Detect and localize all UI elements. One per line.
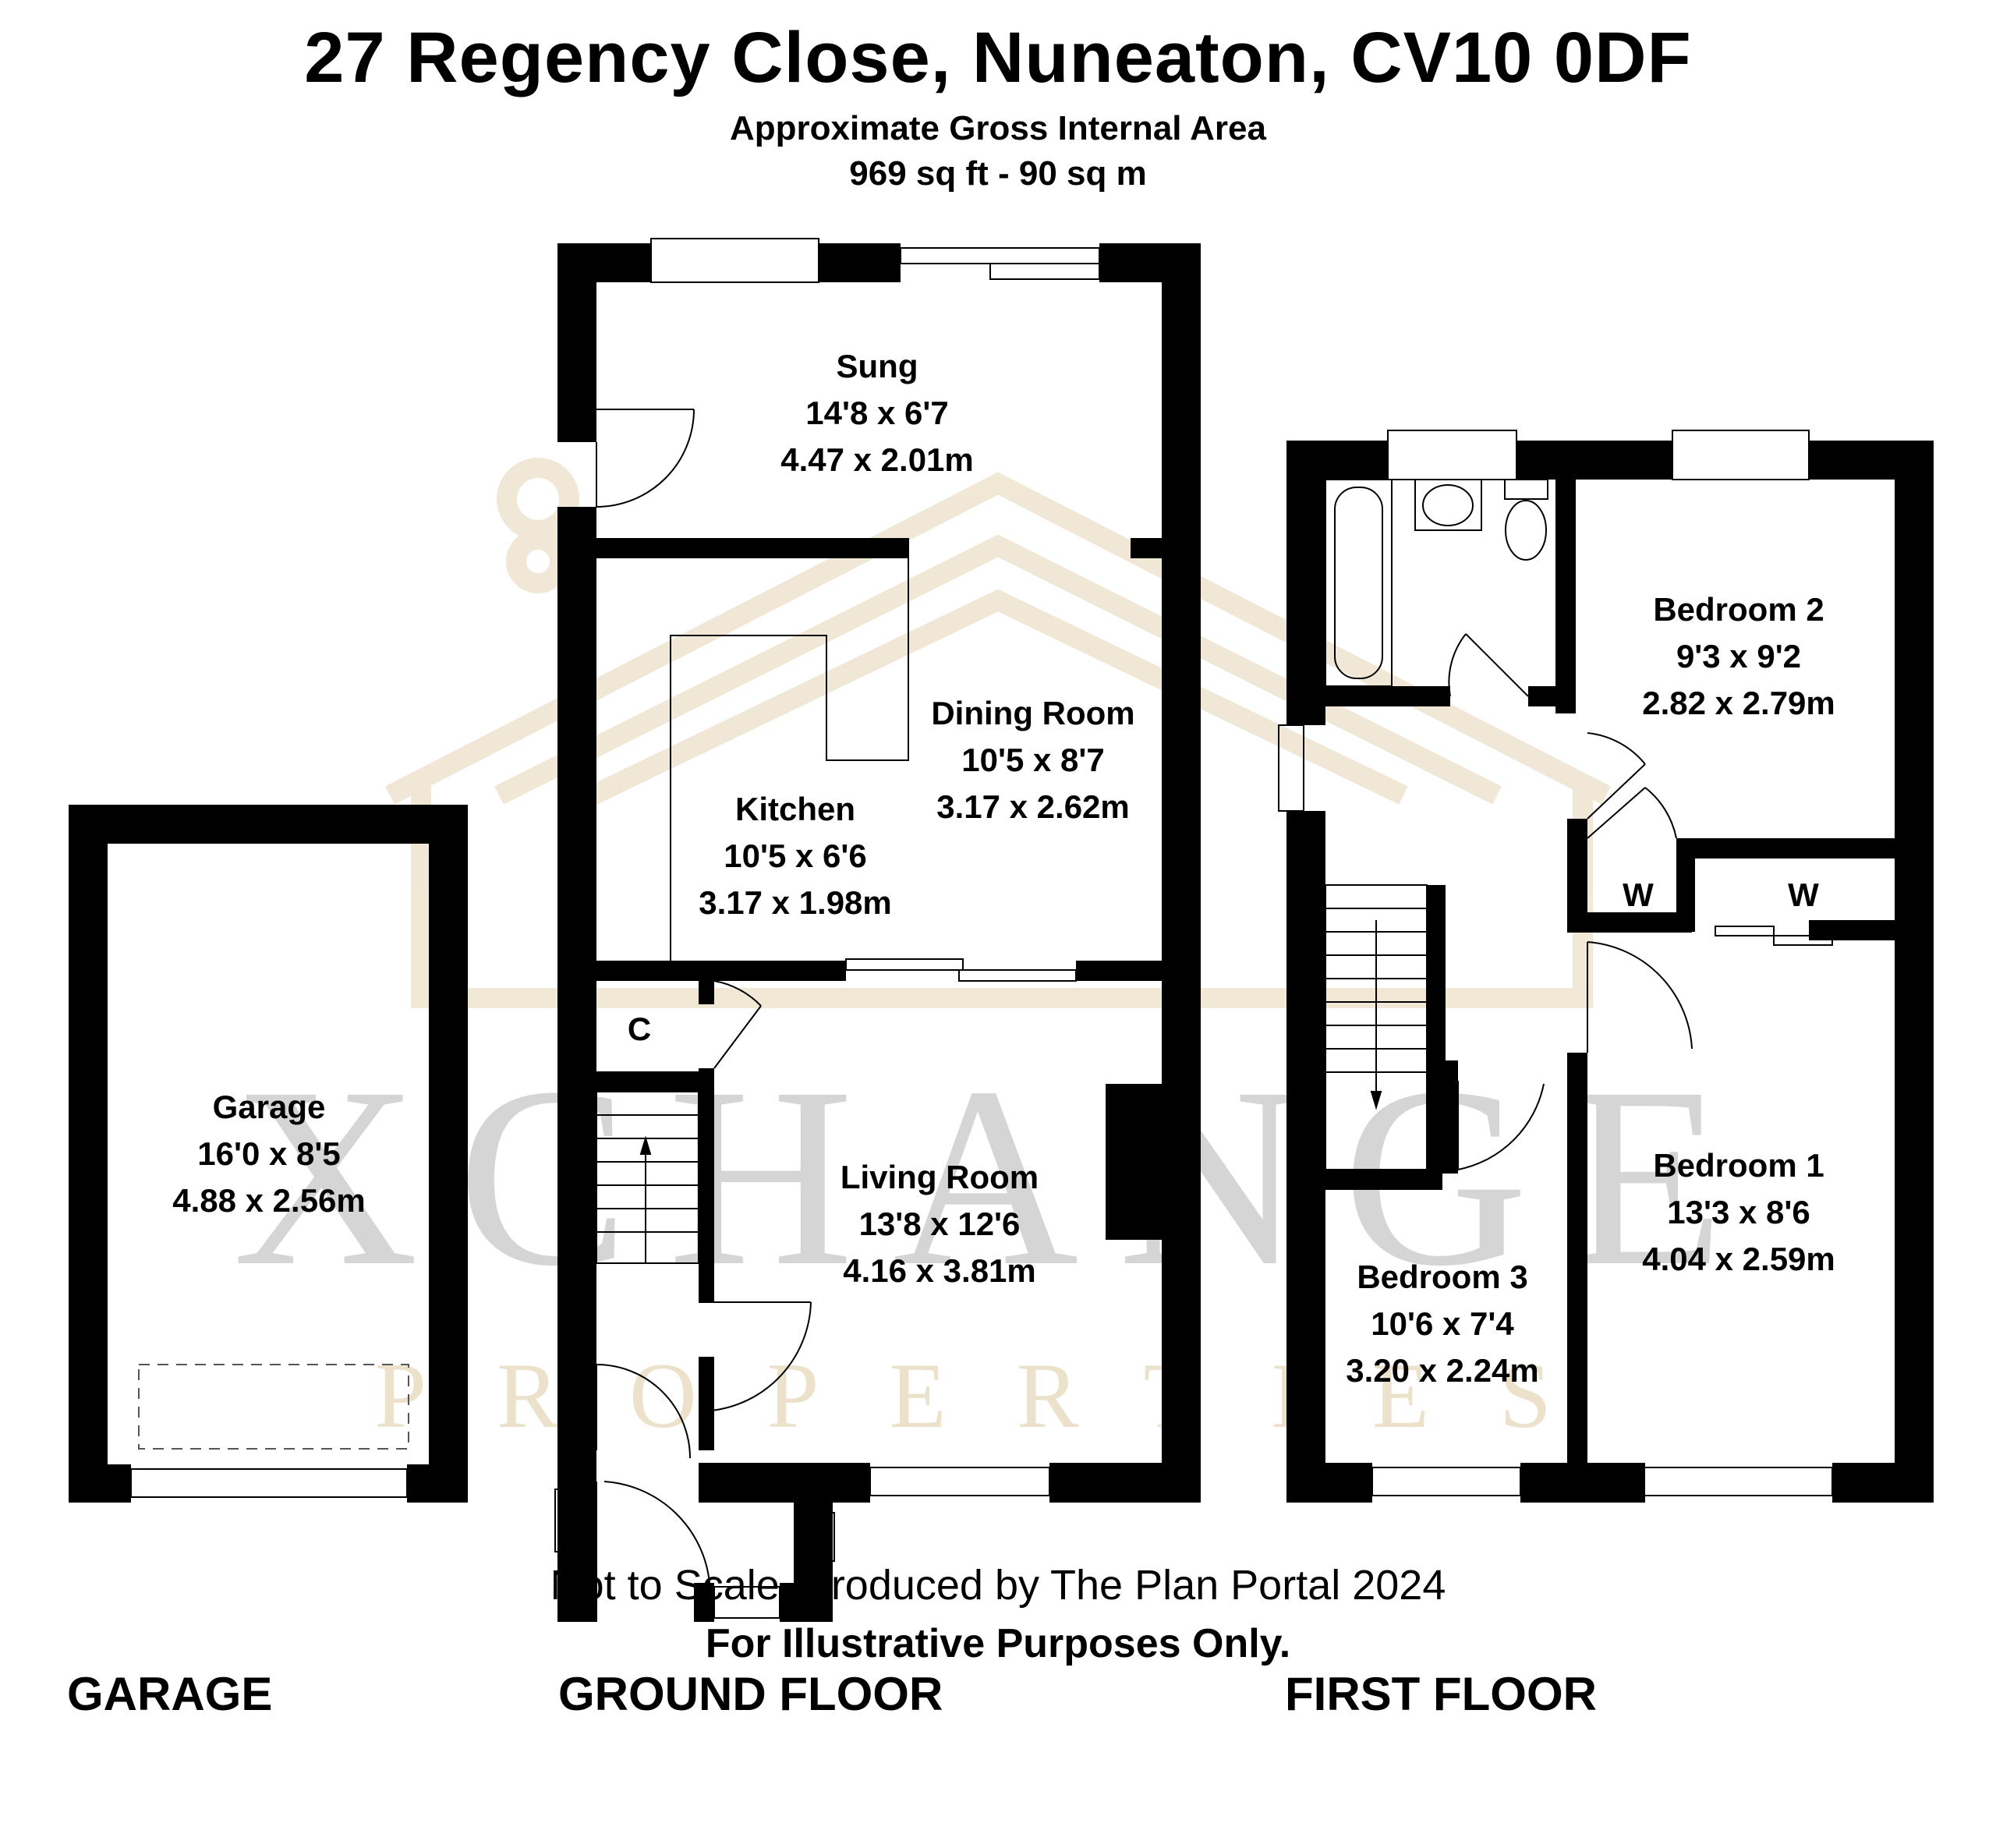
- room-bedroom1-imperial: 13'3 x 8'6: [1667, 1194, 1810, 1230]
- plan-title: 27 Regency Close, Nuneaton, CV10 0DF: [304, 18, 1692, 97]
- room-dining-imperial: 10'5 x 8'7: [961, 742, 1105, 778]
- room-bedroom1-metric: 4.04 x 2.59m: [1642, 1241, 1835, 1277]
- room-dining-name: Dining Room: [931, 695, 1135, 731]
- room-wardrobe-2-name: W: [1788, 876, 1819, 913]
- room-bedroom2: Bedroom 2 9'3 x 9'2 2.82 x 2.79m: [1614, 586, 1863, 727]
- room-kitchen-name: Kitchen: [734, 791, 855, 827]
- room-garage: Garage 16'0 x 8'5 4.88 x 2.56m: [133, 1084, 405, 1224]
- garage-plan: [69, 805, 468, 1503]
- first-floor-fittings: [1278, 430, 1833, 1496]
- room-bedroom2-imperial: 9'3 x 9'2: [1676, 638, 1802, 674]
- room-bedroom3-imperial: 10'6 x 7'4: [1371, 1305, 1514, 1342]
- room-bedroom2-metric: 2.82 x 2.79m: [1642, 685, 1835, 721]
- room-kitchen-metric: 3.17 x 1.98m: [699, 884, 892, 921]
- first-floor-plan: [1286, 441, 1934, 1503]
- room-kitchen: Kitchen 10'5 x 6'6 3.17 x 1.98m: [655, 786, 936, 926]
- room-sung-metric: 4.47 x 2.01m: [780, 441, 974, 478]
- floor-label-ground: GROUND FLOOR: [558, 1668, 943, 1720]
- room-wardrobe-1-name: W: [1623, 876, 1654, 913]
- ground-floor-fittings: [554, 238, 1100, 1622]
- room-living-metric: 4.16 x 3.81m: [843, 1252, 1036, 1289]
- footer-illustrative: For Illustrative Purposes Only.: [705, 1621, 1291, 1666]
- room-garage-metric: 4.88 x 2.56m: [172, 1182, 366, 1219]
- area-label: Approximate Gross Internal Area: [730, 109, 1266, 147]
- floor-label-garage: GARAGE: [67, 1668, 273, 1720]
- room-dining-metric: 3.17 x 2.62m: [936, 788, 1130, 825]
- watermark-xchange: XCHANGE: [232, 1035, 1763, 1319]
- floor-label-first: FIRST FLOOR: [1285, 1668, 1597, 1720]
- room-living-imperial: 13'8 x 12'6: [858, 1205, 1021, 1242]
- room-sung-name: Sung: [836, 348, 918, 384]
- room-living: Living Room 13'8 x 12'6 4.16 x 3.81m: [803, 1154, 1076, 1294]
- room-bedroom3: Bedroom 3 10'6 x 7'4 3.20 x 2.24m: [1318, 1254, 1567, 1394]
- room-cupboard-name: C: [627, 1011, 652, 1047]
- room-dining: Dining Room 10'5 x 8'7 3.17 x 2.62m: [881, 690, 1185, 830]
- room-kitchen-imperial: 10'5 x 6'6: [724, 837, 867, 874]
- area-value: 969 sq ft - 90 sq m: [849, 154, 1147, 193]
- room-living-name: Living Room: [840, 1159, 1039, 1195]
- room-bedroom1: Bedroom 1 13'3 x 8'6 4.04 x 2.59m: [1606, 1142, 1871, 1283]
- room-bedroom1-name: Bedroom 1: [1653, 1147, 1824, 1184]
- room-garage-imperial: 16'0 x 8'5: [197, 1135, 341, 1172]
- room-sung: Sung 14'8 x 6'7 4.47 x 2.01m: [741, 343, 1014, 483]
- room-wardrobe-1: W: [1611, 872, 1665, 919]
- room-cupboard: C: [616, 1006, 663, 1053]
- room-bedroom2-name: Bedroom 2: [1653, 591, 1824, 628]
- room-garage-name: Garage: [212, 1089, 326, 1125]
- footer-disclaimer: Not to Scale. Produced by The Plan Porta…: [550, 1562, 1446, 1609]
- room-bedroom3-name: Bedroom 3: [1357, 1259, 1528, 1295]
- room-wardrobe-2: W: [1776, 872, 1831, 919]
- room-bedroom3-metric: 3.20 x 2.24m: [1346, 1352, 1539, 1389]
- ground-floor-plan: [557, 243, 1201, 1622]
- room-sung-imperial: 14'8 x 6'7: [805, 395, 949, 431]
